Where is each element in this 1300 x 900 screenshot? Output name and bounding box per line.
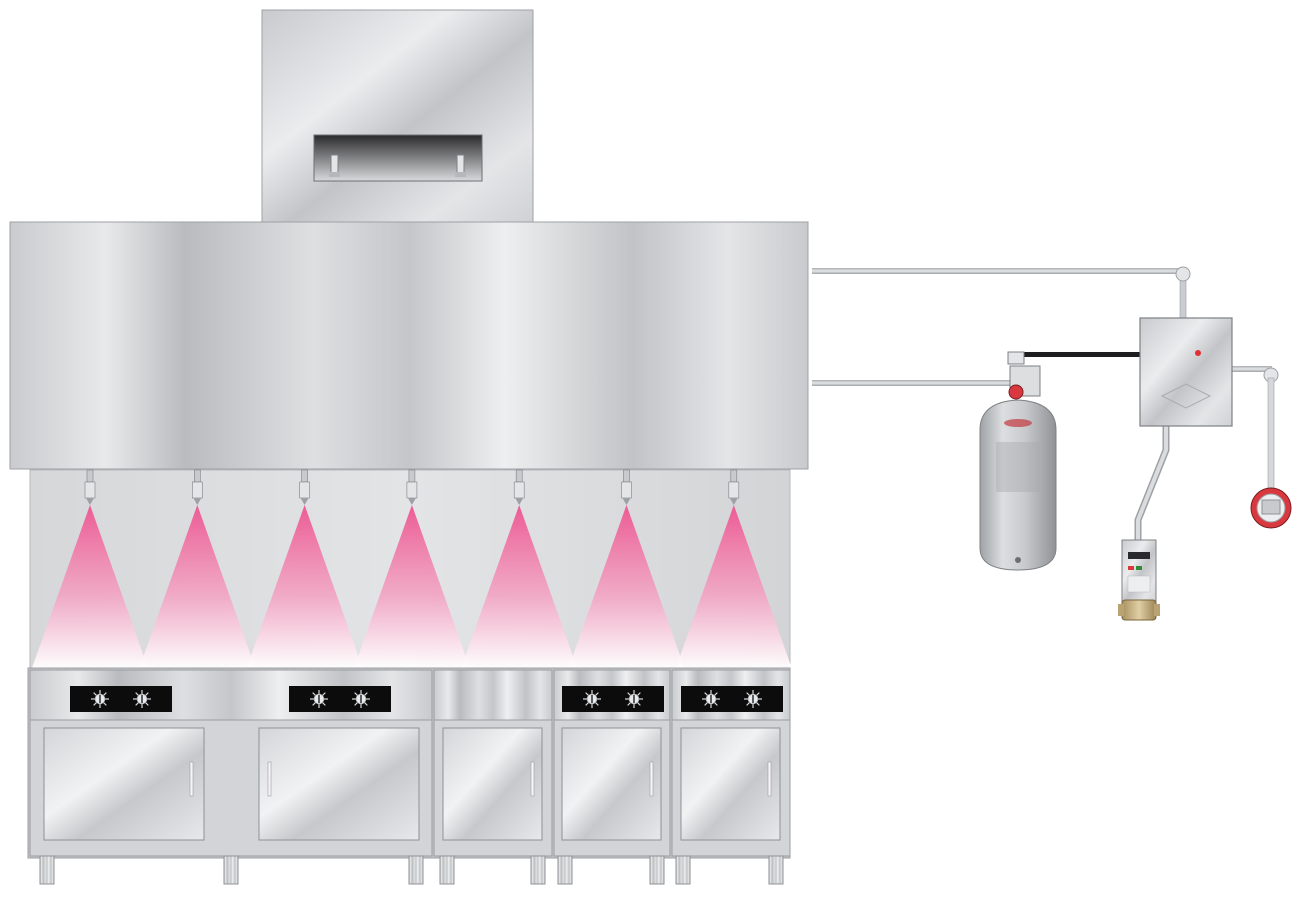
appliance-broiler (671, 669, 791, 857)
valve-actuator (1121, 539, 1157, 603)
pull-handle-icon[interactable] (1261, 499, 1281, 515)
control-panel (562, 686, 664, 712)
distribution-piping (812, 266, 1279, 540)
appliance-range-left (29, 669, 433, 857)
appliance-spray-group (32, 469, 792, 668)
nozzle-icon (406, 469, 418, 505)
door-handle (189, 761, 194, 797)
conduit-to-gas-valve (1136, 425, 1168, 540)
manual-pull-station[interactable] (1250, 487, 1292, 529)
spray-cone (353, 505, 470, 668)
spray-cone (568, 505, 685, 668)
door-handle (649, 761, 654, 797)
valve-port (1118, 604, 1124, 616)
control-panel (70, 686, 172, 712)
control-knob-icon[interactable] (352, 690, 370, 708)
supply-pipe-lower (812, 380, 1012, 386)
control-panel (681, 686, 783, 712)
cylinder-fitting (1007, 351, 1025, 365)
spray-cone (461, 505, 578, 668)
conduit-to-pull-station-h (1232, 366, 1272, 372)
cylinder-label-logo (1004, 419, 1032, 427)
exhaust-duct (261, 9, 534, 223)
exhaust-hood (9, 221, 809, 470)
supply-pipe-upper (812, 268, 1182, 274)
nozzle-icon (192, 469, 203, 505)
nozzle-icon (299, 469, 310, 505)
cylinder-body (979, 399, 1057, 571)
valve-body (1121, 599, 1157, 621)
leg (39, 855, 55, 885)
spray-cone (675, 505, 792, 668)
control-knob-icon[interactable] (702, 690, 720, 708)
control-knob-icon[interactable] (625, 690, 643, 708)
cylinder-label (996, 442, 1040, 492)
actuator-label-icon (1128, 566, 1134, 570)
actuator-label (1127, 575, 1151, 593)
control-knob-icon[interactable] (91, 690, 109, 708)
cabinet-door (442, 727, 543, 841)
appliance-fryer (433, 669, 553, 857)
spray-cone (32, 505, 148, 668)
actuation-hose (1020, 352, 1140, 357)
cabinet-door (258, 727, 420, 841)
control-knob-icon[interactable] (310, 690, 328, 708)
leg (768, 855, 784, 885)
conduit-to-pull-station-v (1267, 377, 1275, 489)
leg (408, 855, 424, 885)
spray-cone (139, 505, 256, 668)
cylinder-base-hole (1015, 557, 1021, 563)
agent-cylinder (979, 351, 1057, 571)
box-emboss (1160, 383, 1212, 409)
nozzle-icon (621, 469, 632, 505)
control-panel (289, 686, 391, 712)
leg (530, 855, 546, 885)
nozzle-icon (513, 469, 525, 505)
door-handle (767, 761, 772, 797)
status-indicator-icon (1195, 350, 1201, 356)
appliance-griddle (553, 669, 671, 857)
nozzle-icon (84, 469, 96, 505)
duct-nozzle-icon (329, 154, 340, 177)
cylinder-cap-icon (1008, 384, 1024, 400)
actuator-window (1128, 552, 1150, 559)
actuator-label-icon (1136, 566, 1142, 570)
door-handle (267, 761, 272, 797)
duct-opening (313, 134, 483, 182)
valve-port (1154, 604, 1160, 616)
door-handle (530, 761, 535, 797)
cabinet-door (43, 727, 205, 841)
appliance-legs (39, 855, 784, 885)
spray-cone (246, 505, 363, 668)
leg (439, 855, 455, 885)
control-box (1139, 317, 1233, 427)
cabinet-door (680, 727, 781, 841)
control-knob-icon[interactable] (744, 690, 762, 708)
pipe-elbow (1175, 266, 1191, 282)
leg (649, 855, 665, 885)
gas-shutoff-valve (1118, 539, 1160, 621)
duct-nozzle-icon (455, 154, 466, 177)
leg (223, 855, 239, 885)
cabinet-door (561, 727, 662, 841)
nozzle-icon (728, 469, 740, 505)
leg (557, 855, 573, 885)
leg (675, 855, 691, 885)
control-knob-icon[interactable] (583, 690, 601, 708)
control-knob-group (91, 690, 762, 708)
control-knob-icon[interactable] (133, 690, 151, 708)
cooking-line (27, 667, 791, 885)
